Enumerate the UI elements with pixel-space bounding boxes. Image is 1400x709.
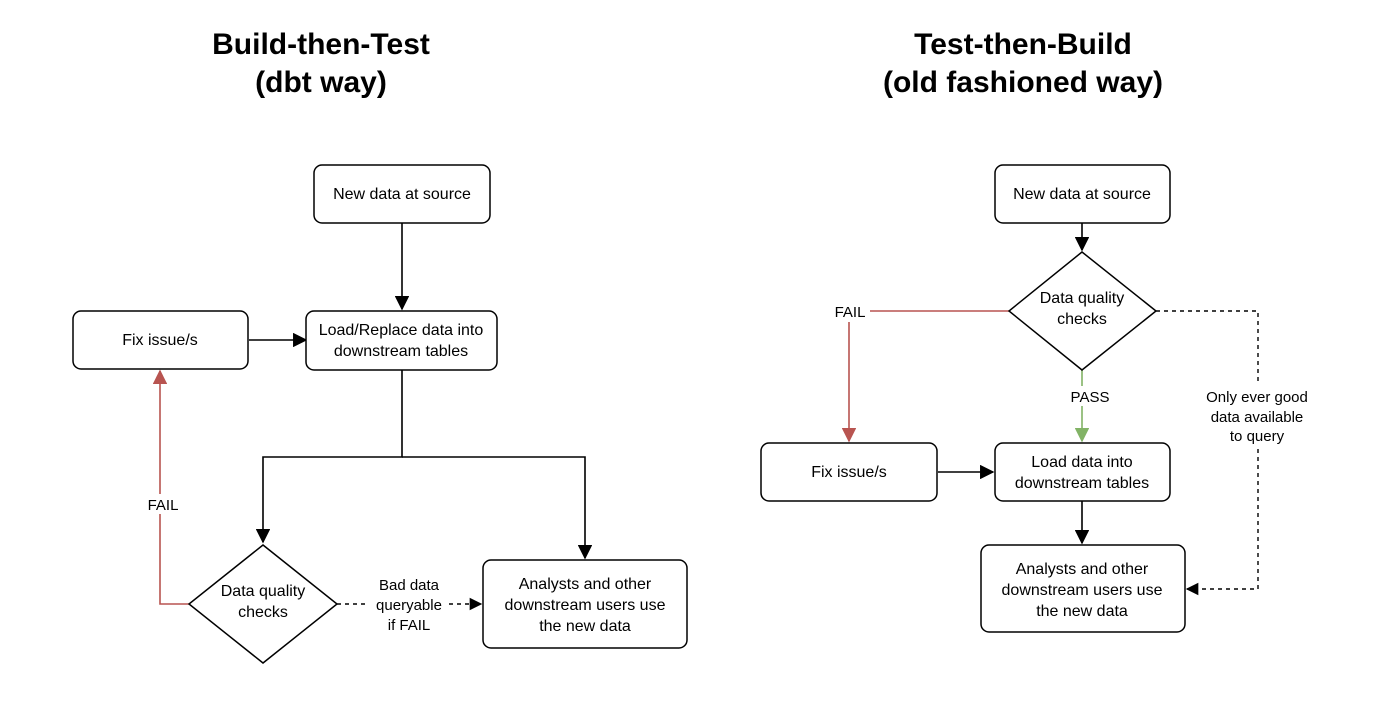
- right-load-label-line1: Load data into: [1031, 454, 1133, 471]
- right-fix-label: Fix issue/s: [811, 464, 887, 481]
- left-load-label-line2: downstream tables: [334, 343, 468, 360]
- right-load-label-line2: downstream tables: [1015, 475, 1149, 492]
- right-title-line2: (old fashioned way): [883, 66, 1163, 99]
- right-analysts-label-line1: Analysts and other: [1016, 561, 1149, 578]
- left-analysts-label-line1: Analysts and other: [519, 576, 652, 593]
- left-analysts-label-line3: the new data: [539, 618, 631, 635]
- left-diagram: Build-then-Test (dbt way) New data at so…: [72, 28, 688, 664]
- left-node-load: Load/Replace data into downstream tables: [305, 310, 498, 371]
- left-source-label: New data at source: [333, 186, 471, 203]
- right-source-label: New data at source: [1013, 186, 1151, 203]
- left-fail-label: FAIL: [148, 497, 179, 514]
- right-edge-checks-to-analysts-dashed: [1156, 310, 1259, 596]
- left-title-line1: Build-then-Test: [212, 28, 430, 61]
- left-node-checks: Data quality checks: [187, 544, 339, 664]
- left-checks-label-line2: checks: [238, 604, 288, 621]
- right-diagram: Test-then-Build (old fashioned way) New …: [760, 28, 1312, 633]
- right-node-load: Load data into downstream tables: [994, 442, 1171, 502]
- right-title-line1: Test-then-Build: [914, 28, 1132, 61]
- right-good-data-label-line1: Only ever good: [1206, 389, 1308, 406]
- left-analysts-label-line2: downstream users use: [505, 597, 666, 614]
- left-edge-checks-fail-to-fix: [152, 369, 189, 605]
- right-analysts-label-line3: the new data: [1036, 603, 1128, 620]
- left-checks-label-line1: Data quality: [221, 583, 306, 600]
- right-node-source: New data at source: [994, 164, 1171, 224]
- right-node-analysts: Analysts and other downstream users use …: [980, 544, 1186, 633]
- left-node-source: New data at source: [313, 164, 491, 224]
- right-analysts-label-line2: downstream users use: [1002, 582, 1163, 599]
- right-edge-checks-fail-to-fix: [841, 310, 1009, 443]
- left-edge-load-to-analysts: [402, 456, 593, 560]
- left-bad-data-label-line3: if FAIL: [388, 617, 431, 634]
- left-title-line2: (dbt way): [255, 66, 387, 99]
- right-node-checks: Data quality checks: [1007, 251, 1158, 371]
- left-node-analysts: Analysts and other downstream users use …: [482, 559, 688, 649]
- right-good-data-label-line2: data available: [1211, 409, 1304, 426]
- left-fix-label: Fix issue/s: [122, 332, 198, 349]
- left-bad-data-label-line2: queryable: [376, 597, 442, 614]
- right-checks-label-line2: checks: [1057, 311, 1107, 328]
- left-edge-load-to-checks: [255, 370, 403, 544]
- right-node-fix: Fix issue/s: [760, 442, 938, 502]
- right-checks-label-line1: Data quality: [1040, 290, 1125, 307]
- left-node-fix: Fix issue/s: [72, 310, 249, 370]
- left-load-label-line1: Load/Replace data into: [319, 322, 484, 339]
- right-fail-label: FAIL: [835, 304, 866, 321]
- right-good-data-label-line3: to query: [1230, 428, 1285, 445]
- right-pass-label: PASS: [1071, 389, 1110, 406]
- left-bad-data-label-line1: Bad data: [379, 577, 440, 594]
